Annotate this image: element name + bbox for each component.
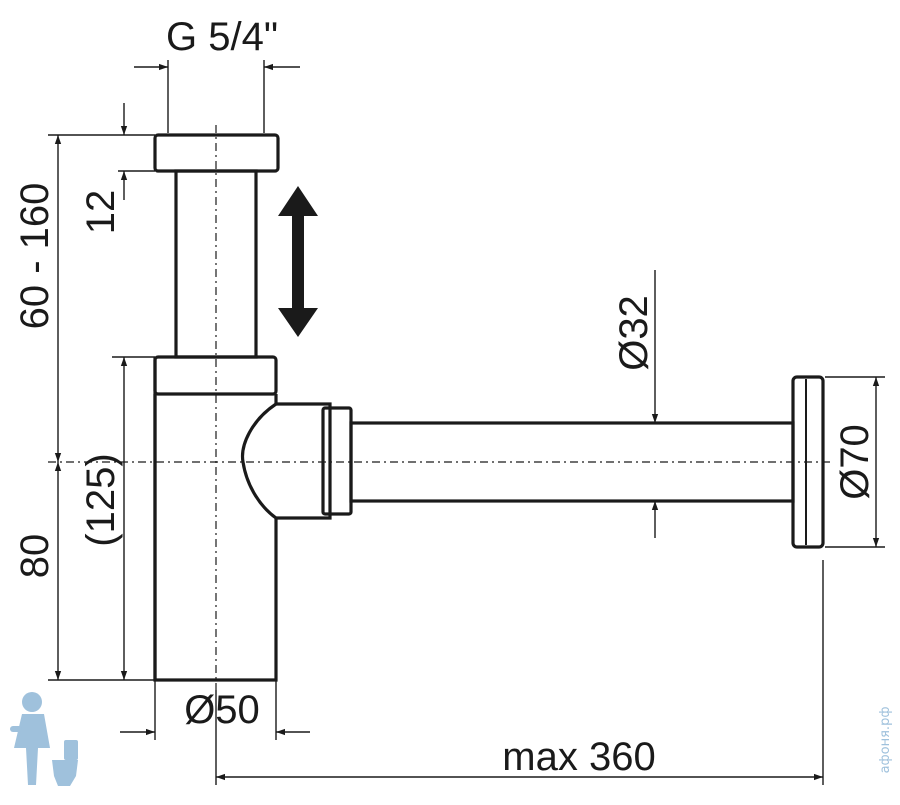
height-range-label: 60 - 160 [13, 183, 57, 330]
flange-diameter-label: Ø70 [833, 424, 877, 500]
socket-nut [321, 406, 353, 516]
watermark-text: афоня.рф [878, 707, 893, 774]
thread-label: G 5/4" [166, 15, 278, 59]
pipe-diameter-label: Ø32 [612, 295, 656, 371]
lower-height-label: 80 [13, 534, 57, 579]
body-diameter-label: Ø50 [184, 688, 260, 732]
plumber-mascot-icon [10, 692, 78, 786]
height-adjust-arrow-icon [278, 186, 318, 337]
center-lines [48, 125, 830, 690]
socket-curve [240, 402, 277, 520]
trap-body [153, 133, 825, 682]
max-length-label: max 360 [502, 735, 655, 779]
dimension-lines [48, 60, 885, 785]
body-height-label: (125) [79, 453, 123, 546]
nut-height-label: 12 [79, 190, 123, 235]
